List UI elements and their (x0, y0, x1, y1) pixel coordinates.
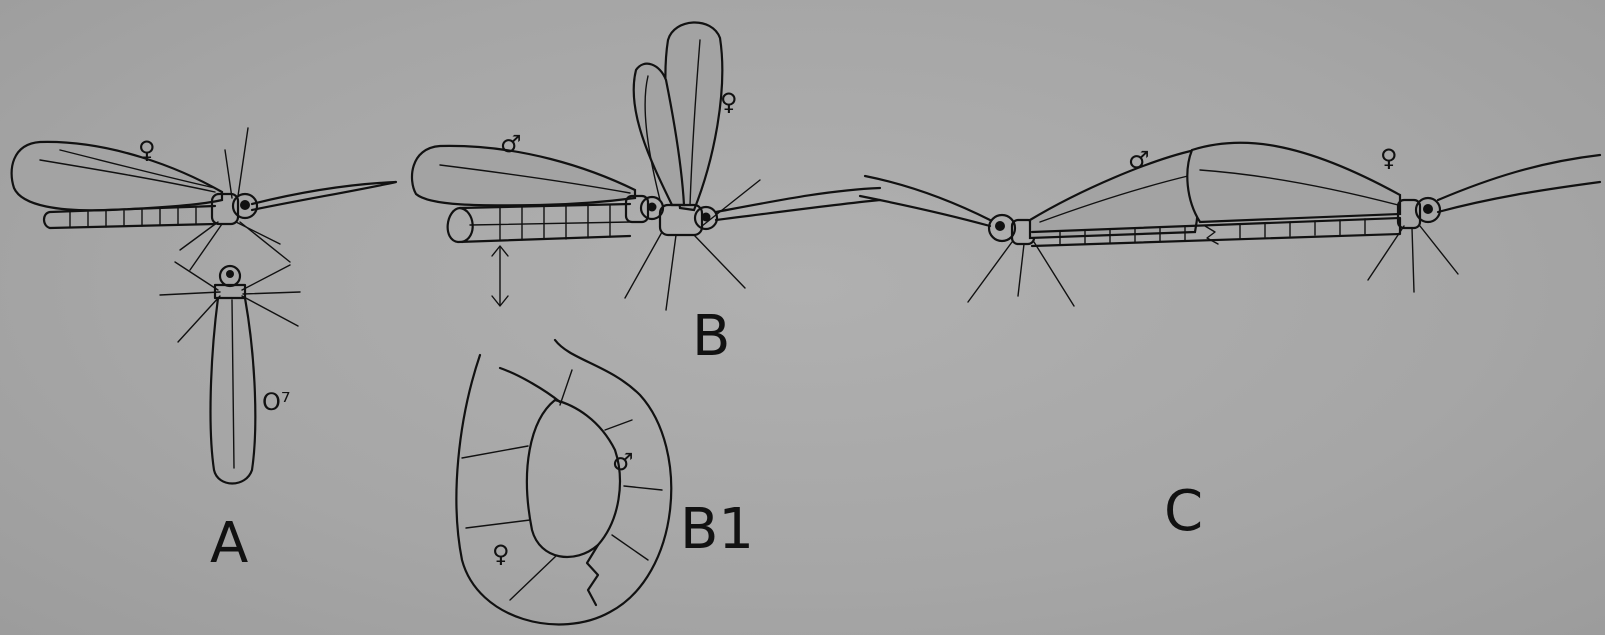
figure-b: ♂ ♀ B (412, 22, 880, 369)
figure-b-female-symbol: ♀ (720, 88, 738, 116)
figure-a-female-symbol: ♀ (138, 136, 156, 164)
figure-b-male-symbol: ♂ (500, 130, 522, 158)
figure-c-female-symbol: ♀ (1380, 144, 1398, 172)
label-a: A (210, 511, 248, 576)
figure-c-male-symbol: ♂ (1128, 146, 1150, 174)
figure-b1-outer-loop (456, 340, 671, 624)
figure-a: ♀ O⁷ A (12, 128, 396, 576)
figure-b1: ♂ ♀ B1 (456, 340, 754, 624)
figure-c: ♂ ♀ C (860, 143, 1600, 544)
figure-b1-female-symbol: ♀ (492, 540, 510, 568)
figure-b-connector-arrow (492, 246, 508, 306)
figure-c-male-wing (1030, 150, 1199, 238)
label-c: C (1164, 479, 1203, 544)
figure-a-male-symbol: O⁷ (262, 388, 291, 416)
label-b1: B1 (680, 497, 754, 562)
figure-b1-male-symbol: ♂ (612, 448, 634, 476)
figure-a-female-wing (12, 142, 222, 210)
label-b: B (692, 304, 730, 369)
